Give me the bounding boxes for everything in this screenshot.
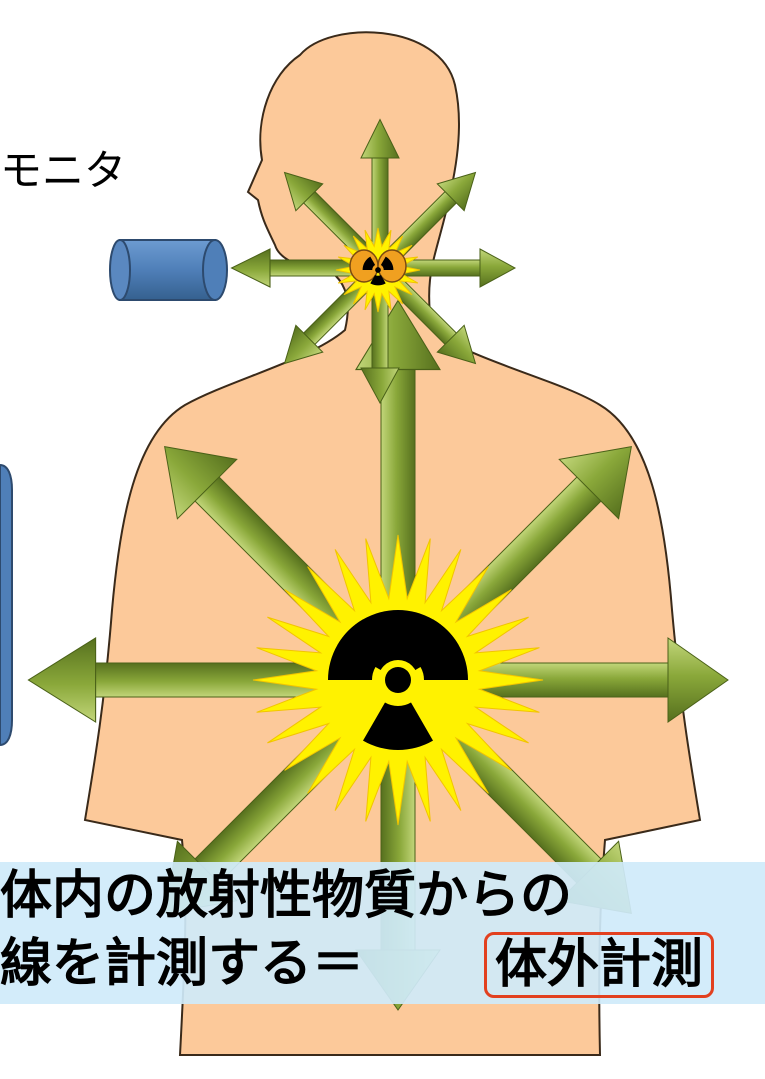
caption-line-1: 体内の放射性物質からの [0, 870, 572, 922]
large-detector-edge [0, 465, 12, 745]
detector-cylinder-icon [110, 240, 227, 300]
caption-line-2: 線を計測する＝ [0, 938, 364, 990]
monitor-label: モニタ [0, 150, 126, 192]
caption-banner: 体内の放射性物質からの 線を計測する＝ 体外計測 [0, 862, 765, 1004]
external-measurement-highlight: 体外計測 [484, 932, 714, 998]
